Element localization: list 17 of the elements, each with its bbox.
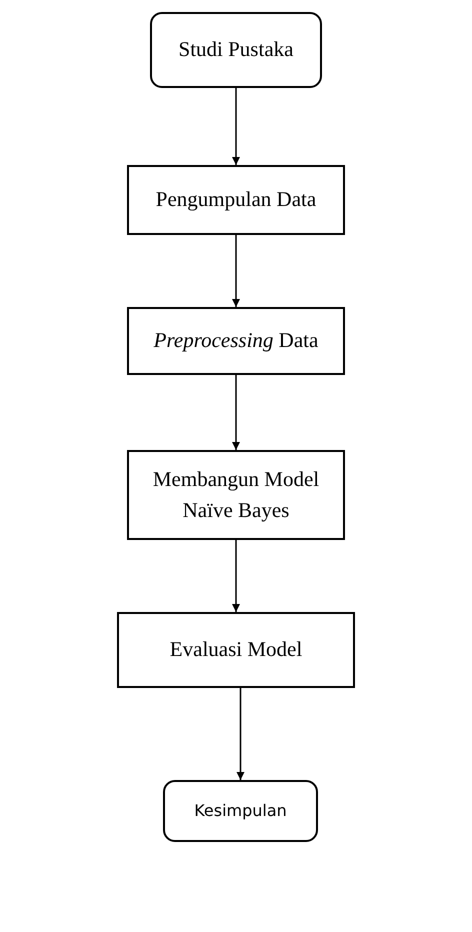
- node-label: Evaluasi Model: [170, 636, 302, 664]
- arrow: [232, 375, 240, 450]
- terminal-box: [150, 12, 322, 88]
- arrow: [236, 688, 244, 780]
- process-box: [127, 165, 345, 235]
- arrow: [232, 540, 240, 612]
- node-label: Membangun Model Naïve Bayes: [152, 466, 320, 524]
- arrow: [232, 235, 240, 307]
- process-box: [117, 612, 355, 688]
- process-box: [127, 450, 345, 540]
- node-label: Pengumpulan Data: [156, 186, 316, 214]
- node-label: Kesimpulan: [194, 800, 287, 822]
- node-label: Studi Pustaka: [178, 36, 294, 64]
- arrow: [232, 88, 240, 165]
- process-box: [127, 307, 345, 375]
- node-label: Preprocessing Data: [154, 327, 318, 354]
- terminal-box: [163, 780, 318, 842]
